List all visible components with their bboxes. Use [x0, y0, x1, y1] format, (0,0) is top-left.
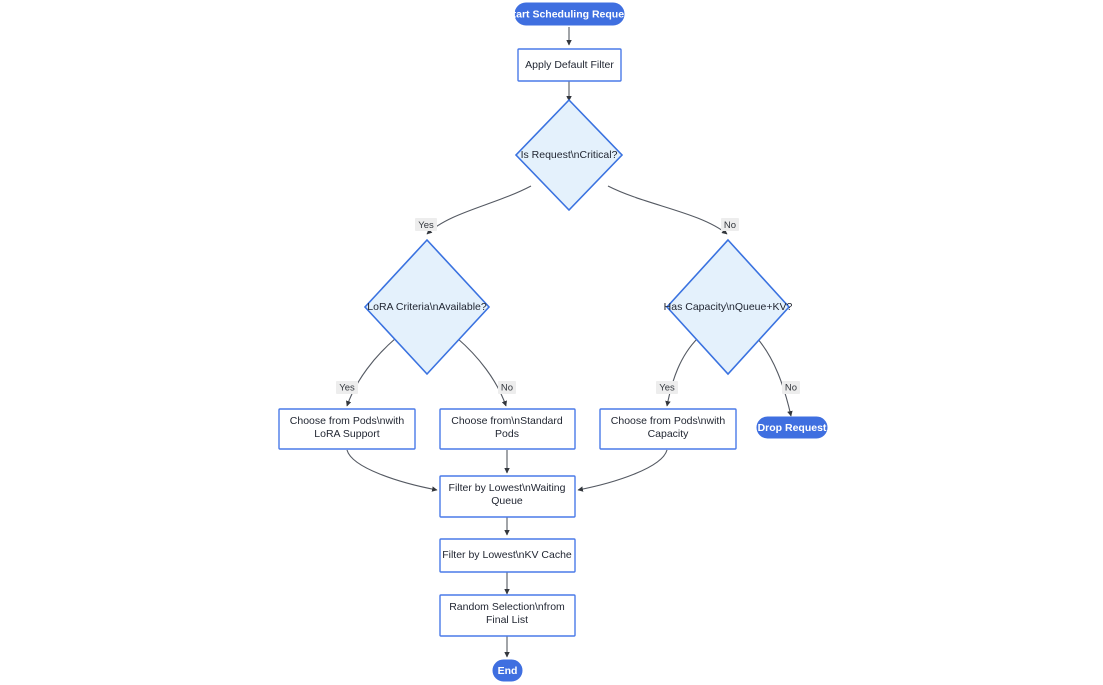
- edges-layer: [346, 27, 793, 658]
- node-filter-lowest-waiting-queue[interactable]: Filter by Lowest\nWaiting Queue: [439, 475, 576, 518]
- choose-standard-pods-label-line2: Pods: [495, 428, 519, 440]
- start-node-shape[interactable]: [514, 2, 625, 26]
- random-selection-final-list-shape[interactable]: [439, 594, 576, 637]
- has-capacity-queue-kv-label: Has Capacity\nQueue+KV?: [664, 301, 793, 313]
- choose-standard-pods-shape[interactable]: [439, 408, 576, 450]
- node-choose-pods-capacity[interactable]: Choose from Pods\nwith Capacity: [599, 408, 737, 450]
- edge-has-capacity-to-drop-request: [756, 337, 793, 417]
- edge-label-capacity-no-text: No: [785, 383, 797, 394]
- node-choose-pods-lora-support[interactable]: Choose from Pods\nwith LoRA Support: [278, 408, 416, 450]
- edge-label-capacity-yes-text: Yes: [659, 383, 675, 394]
- edge-label-critical-no: No: [721, 218, 739, 231]
- choose-standard-pods-label-line1: Choose from\nStandard: [451, 415, 563, 427]
- is-request-critical-label: Is Request\nCritical?: [521, 149, 618, 161]
- edge-label-critical-yes: Yes: [415, 218, 437, 231]
- has-capacity-queue-kv-shape[interactable]: [665, 238, 791, 376]
- choose-pods-capacity-label-line1: Choose from Pods\nwith: [611, 415, 726, 427]
- node-apply-default-filter[interactable]: Apply Default Filter: [517, 48, 622, 82]
- end-node-shape[interactable]: [492, 659, 523, 682]
- edge-lora-criteria-to-pods-standard: [456, 337, 507, 407]
- node-has-capacity-queue-kv[interactable]: Has Capacity\nQueue+KV?: [664, 238, 793, 376]
- random-selection-final-list-label-line2: Final List: [486, 614, 528, 626]
- end-node-label: End: [498, 665, 518, 677]
- choose-pods-lora-support-label-line2: LoRA Support: [314, 428, 379, 440]
- random-selection-final-list-label-line1: Random Selection\nfrom: [449, 601, 565, 613]
- edge-labels-layer: Yes No Yes No Yes No: [336, 218, 800, 394]
- node-is-request-critical[interactable]: Is Request\nCritical?: [514, 98, 624, 212]
- apply-default-filter-label: Apply Default Filter: [525, 59, 614, 71]
- lora-criteria-available-label: LoRA Criteria\nAvailable?: [367, 301, 487, 313]
- edge-label-critical-yes-text: Yes: [418, 220, 434, 231]
- edge-label-lora-yes: Yes: [336, 381, 358, 394]
- node-start-scheduling-request[interactable]: Start Scheduling Request: [506, 2, 634, 26]
- choose-pods-lora-support-shape[interactable]: [278, 408, 416, 450]
- node-random-selection-final-list[interactable]: Random Selection\nfrom Final List: [439, 594, 576, 637]
- filter-lowest-kv-cache-label: Filter by Lowest\nKV Cache: [442, 549, 572, 561]
- filter-lowest-waiting-queue-label-line1: Filter by Lowest\nWaiting: [449, 482, 566, 494]
- node-drop-request[interactable]: Drop Request: [756, 416, 828, 439]
- edge-label-lora-no-text: No: [501, 383, 513, 394]
- filter-lowest-waiting-queue-shape[interactable]: [439, 475, 576, 518]
- edge-label-critical-no-text: No: [724, 220, 736, 231]
- edge-label-lora-yes-text: Yes: [339, 383, 355, 394]
- node-end[interactable]: End: [492, 659, 523, 682]
- edge-pods-capacity-to-filter-queue: [577, 449, 668, 492]
- node-choose-standard-pods[interactable]: Choose from\nStandard Pods: [439, 408, 576, 450]
- apply-default-filter-shape[interactable]: [517, 48, 622, 82]
- edge-lora-criteria-to-pods-lora: [346, 337, 397, 407]
- lora-criteria-available-shape[interactable]: [363, 238, 491, 376]
- choose-pods-capacity-shape[interactable]: [599, 408, 737, 450]
- drop-request-label: Drop Request: [758, 422, 827, 434]
- edge-label-capacity-yes: Yes: [656, 381, 678, 394]
- node-filter-lowest-kv-cache[interactable]: Filter by Lowest\nKV Cache: [439, 538, 576, 573]
- edge-is-critical-to-lora-criteria: [426, 185, 532, 235]
- choose-pods-lora-support-label-line1: Choose from Pods\nwith: [290, 415, 405, 427]
- node-lora-criteria-available[interactable]: LoRA Criteria\nAvailable?: [363, 238, 491, 376]
- filter-lowest-waiting-queue-label-line2: Queue: [491, 495, 523, 507]
- edge-is-critical-to-has-capacity: [607, 185, 728, 235]
- drop-request-shape[interactable]: [756, 416, 828, 439]
- choose-pods-capacity-label-line2: Capacity: [648, 428, 690, 440]
- filter-lowest-kv-cache-shape[interactable]: [439, 538, 576, 573]
- edge-pods-lora-to-filter-queue: [346, 449, 438, 492]
- start-node-label: Start Scheduling Request: [506, 8, 634, 20]
- is-request-critical-shape[interactable]: [514, 98, 624, 212]
- edge-label-capacity-no: No: [782, 381, 800, 394]
- edge-has-capacity-to-pods-capacity: [665, 337, 699, 407]
- edge-label-lora-no: No: [498, 381, 516, 394]
